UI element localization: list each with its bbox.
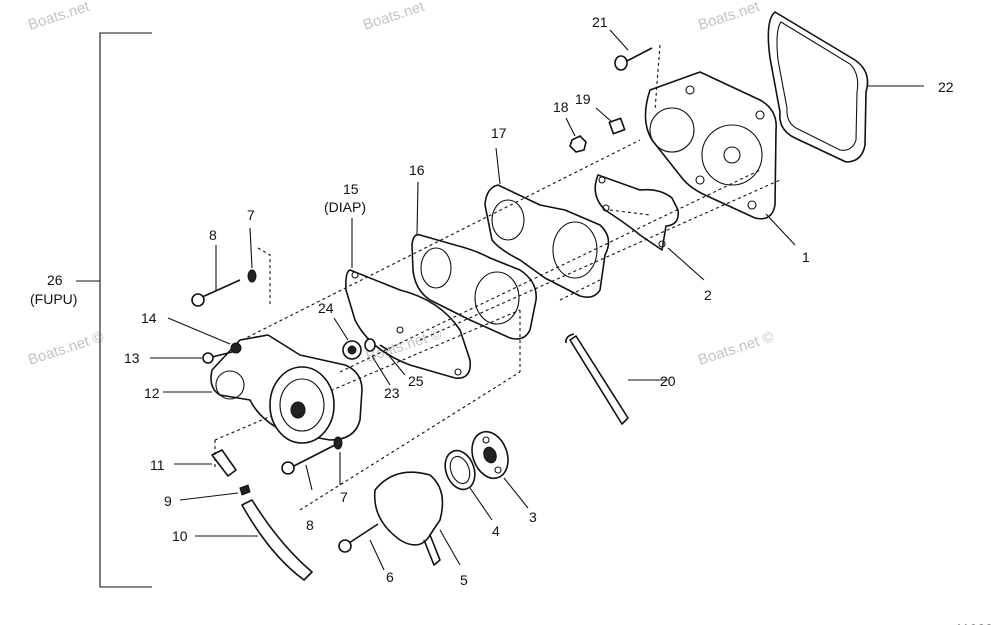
callout-7-lower: 7 xyxy=(340,489,348,505)
callout-5: 5 xyxy=(460,572,468,588)
fitting-11 xyxy=(211,449,237,477)
callout-15-sub: (DIAP) xyxy=(324,199,366,215)
callout-24: 24 xyxy=(318,300,334,316)
callout-22: 22 xyxy=(938,79,954,95)
filter-cover-5 xyxy=(373,471,444,566)
hose-20 xyxy=(569,335,629,425)
callout-19: 19 xyxy=(575,91,591,107)
callout-2: 2 xyxy=(704,287,712,303)
watermark: Boats.net © xyxy=(696,328,776,368)
pump-body-12 xyxy=(210,334,363,444)
housing-17 xyxy=(484,184,610,298)
callout-4: 4 xyxy=(492,523,500,539)
assembly-bracket xyxy=(76,32,152,588)
callout-8-upper: 8 xyxy=(209,227,217,243)
callout-11: 11 xyxy=(150,457,165,473)
alignment-lines xyxy=(214,44,781,511)
callout-23: 23 xyxy=(384,385,400,401)
screw-14 xyxy=(230,342,242,354)
watermark: Boats.net xyxy=(696,0,762,34)
screw-6 xyxy=(338,523,379,553)
callout-3: 3 xyxy=(529,509,537,525)
diaphragm-15 xyxy=(345,269,472,379)
small-parts-23-25 xyxy=(342,338,389,360)
pump-base-part xyxy=(644,71,777,220)
callout-9: 9 xyxy=(164,493,172,509)
watermark: Boats.net xyxy=(361,0,427,34)
callout-18: 18 xyxy=(553,99,569,115)
callout-21: 21 xyxy=(592,14,608,30)
callout-20: 20 xyxy=(660,373,676,389)
plate-2 xyxy=(594,174,680,251)
callout-12: 12 xyxy=(144,385,160,401)
watermark: Boats.net xyxy=(26,0,92,34)
callout-15: 15 xyxy=(343,181,359,197)
callout-7-upper: 7 xyxy=(247,207,255,223)
callout-10: 10 xyxy=(172,528,188,544)
screw-21 xyxy=(614,47,653,71)
nut-18 xyxy=(569,135,587,153)
watermark: Boats.net © xyxy=(26,328,106,368)
clamp-9 xyxy=(239,484,251,496)
callout-13: 13 xyxy=(124,350,140,366)
callout-14: 14 xyxy=(141,310,157,326)
callout-1: 1 xyxy=(802,249,810,265)
callout-26: 26 xyxy=(47,272,63,288)
hose-10 xyxy=(241,499,313,581)
callout-6: 6 xyxy=(386,569,394,585)
callout-16: 16 xyxy=(409,162,425,178)
bolt-8-lower xyxy=(281,436,343,475)
callout-25: 25 xyxy=(408,373,424,389)
figure-id: 11023 xyxy=(955,621,993,625)
callout-26-sub: (FUPU) xyxy=(30,291,77,307)
gasket-16 xyxy=(411,233,537,340)
gasket-part xyxy=(767,11,869,163)
ring-4 xyxy=(444,449,476,491)
washer-7-upper xyxy=(247,269,257,283)
callout-8-lower: 8 xyxy=(306,517,314,533)
bolt-8-upper xyxy=(191,279,241,307)
callout-17: 17 xyxy=(491,125,507,141)
plug-19 xyxy=(608,117,626,135)
filter-screen-3 xyxy=(471,430,509,480)
